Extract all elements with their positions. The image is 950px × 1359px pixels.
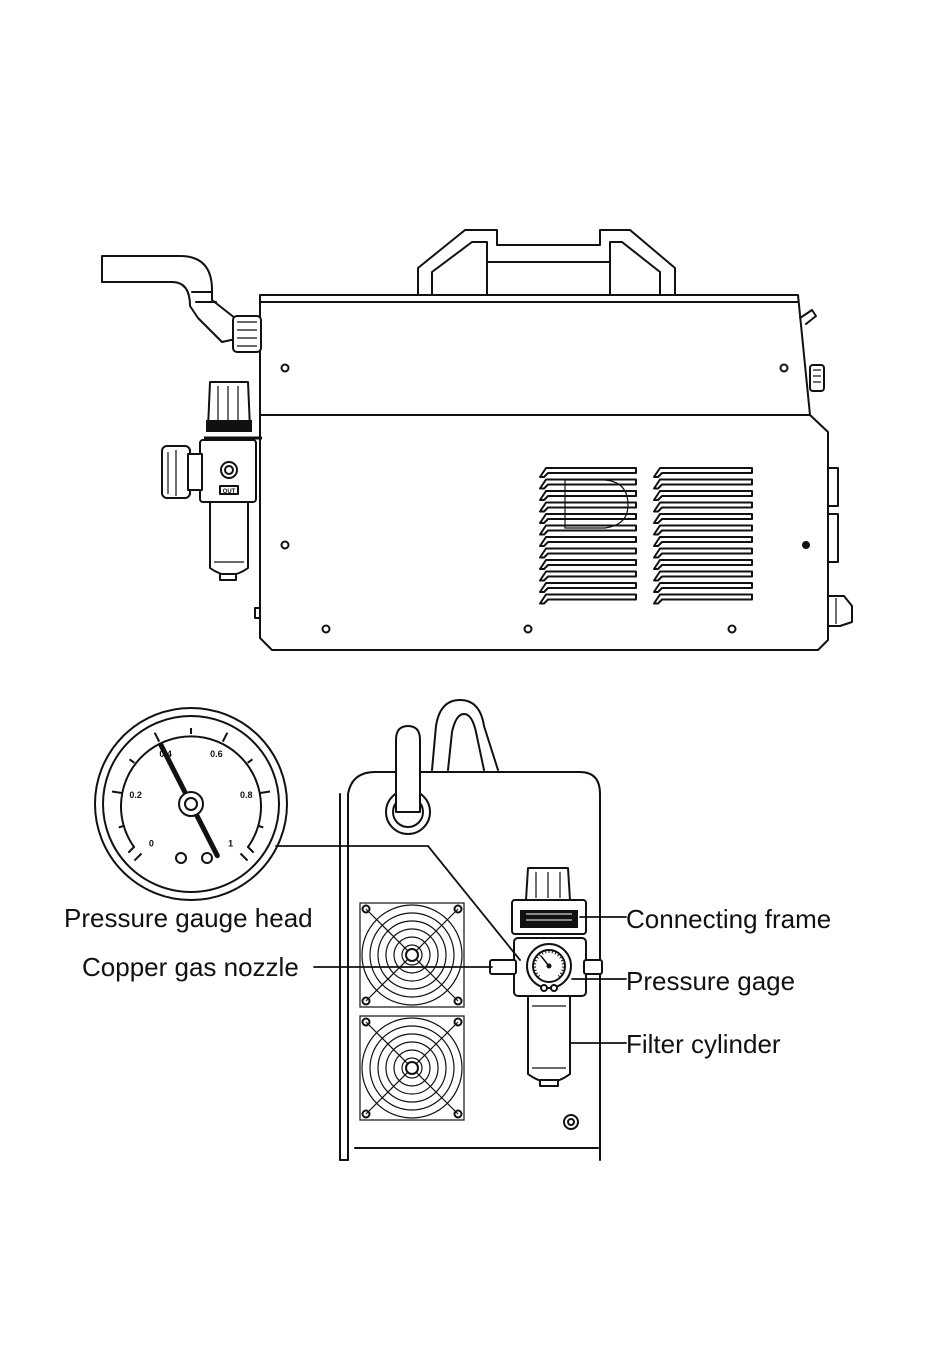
louver-slat <box>540 468 636 477</box>
louver-slat <box>540 583 636 592</box>
louver-slat <box>654 526 752 535</box>
louver-slat <box>654 560 752 569</box>
outlet-label: OUT <box>223 489 236 495</box>
gauge-tick-label: 0.8 <box>240 790 253 800</box>
louver-slat <box>654 549 752 558</box>
louver-slat <box>654 491 752 500</box>
label-connecting-frame: Connecting frame <box>626 904 831 934</box>
pressure-gauge-detail: 00.20.40.60.81 <box>95 708 287 900</box>
louver-slat <box>540 595 636 604</box>
gauge-tick-label: 1 <box>228 839 233 849</box>
front-regulator-assembly <box>490 868 602 1086</box>
louver-slat <box>654 595 752 604</box>
louver-slat <box>654 480 752 489</box>
label-copper-gas-nozzle: Copper gas nozzle <box>82 952 299 982</box>
louver-slat <box>540 491 636 500</box>
gauge-tick-label: 0.6 <box>210 749 223 759</box>
label-pressure-gauge-head: Pressure gauge head <box>64 903 313 933</box>
side-vent-louvers <box>540 468 752 604</box>
machine-side-view: OUT <box>102 230 852 650</box>
louver-slat <box>654 503 752 512</box>
louver-slat <box>654 572 752 581</box>
carry-handle <box>418 230 675 295</box>
cooling-fan-upper <box>360 903 464 1007</box>
label-filter-cylinder: Filter cylinder <box>626 1029 781 1059</box>
gauge-tick-label: 0.2 <box>129 790 142 800</box>
louver-slat <box>654 583 752 592</box>
gauge-tick-label: 0 <box>149 839 154 849</box>
label-pressure-gage: Pressure gage <box>626 966 795 996</box>
louver-slat <box>540 537 636 546</box>
cooling-fan-lower <box>360 1016 464 1120</box>
louver-slat <box>540 560 636 569</box>
side-regulator-assembly: OUT <box>162 382 262 580</box>
hose-inlet <box>386 726 430 834</box>
louver-slat <box>654 537 752 546</box>
louver-slat <box>540 526 636 535</box>
louver-slat <box>540 503 636 512</box>
louver-slat <box>540 549 636 558</box>
louver-slat <box>654 514 752 523</box>
louver-slat <box>654 468 752 477</box>
louver-slat <box>540 572 636 581</box>
air-hose <box>102 256 261 352</box>
